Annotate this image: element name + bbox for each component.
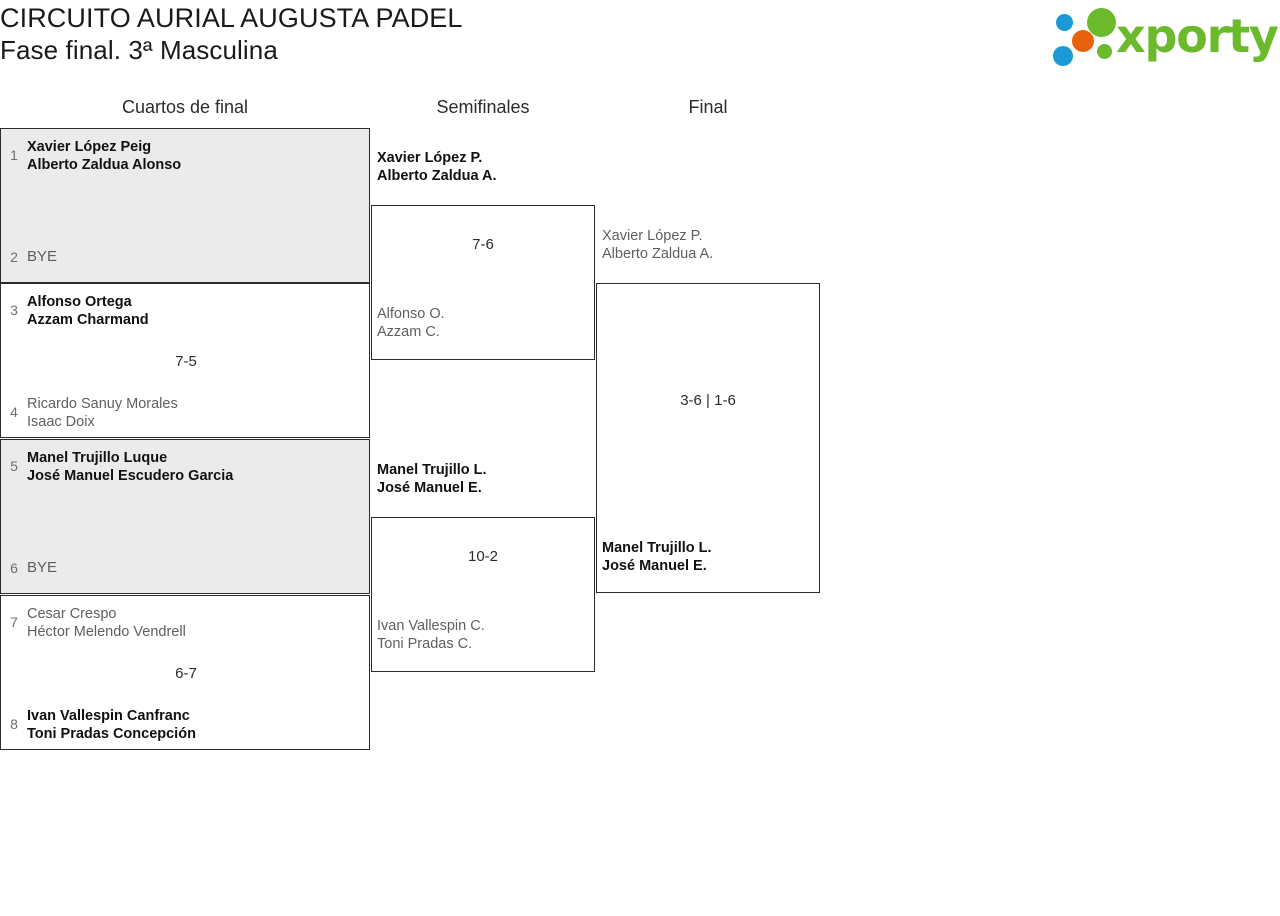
page-subtitle: Fase final. 3ª Masculina	[0, 35, 278, 65]
player-name: Azzam Charmand	[27, 312, 149, 328]
qf1-top-team[interactable]: 1 Xavier López Peig Alberto Zaldua Alons…	[1, 137, 369, 174]
qf4-bottom-team[interactable]: 8 Ivan Vallespin Canfranc Toni Pradas Co…	[1, 706, 369, 743]
qf2-bottom-seed: 4	[10, 404, 18, 420]
qf2-top-names: Alfonso Ortega Azzam Charmand	[27, 292, 149, 329]
qf4-bottom-seed: 8	[10, 716, 18, 732]
player-name: Xavier López Peig	[27, 139, 152, 155]
player-name: José Manuel E.	[602, 558, 707, 574]
match-box-sf1[interactable]	[371, 205, 595, 360]
qf2-top-team[interactable]: 3 Alfonso Ortega Azzam Charmand	[1, 292, 369, 329]
page-header: CIRCUITO AURIAL AUGUSTA PADEL Fase final…	[0, 0, 1280, 76]
qf4-top-team[interactable]: 7 Cesar Crespo Héctor Melendo Vendrell	[1, 604, 369, 641]
round-header-final: Final	[688, 97, 728, 117]
player-name: Ivan Vallespin Canfranc	[27, 708, 190, 724]
final-score: 3-6 | 1-6	[680, 392, 736, 409]
round-header-semifinals: Semifinales	[436, 97, 530, 117]
logo-dot-blue-bottom-icon	[1053, 46, 1073, 66]
sf1-top-team[interactable]: Xavier López P. Alberto Zaldua A.	[377, 148, 597, 185]
qf4-top-seed: 7	[10, 614, 18, 630]
player-name: Ivan Vallespin C.	[377, 618, 485, 634]
player-name: Manel Trujillo Luque	[27, 450, 168, 466]
page-title: CIRCUITO AURIAL AUGUSTA PADEL	[0, 3, 463, 33]
player-name: Manel Trujillo L.	[377, 462, 487, 478]
qf1-bottom-team[interactable]: 2 BYE	[1, 239, 369, 275]
player-name: Xavier López P.	[377, 150, 483, 166]
qf3-bottom-team[interactable]: 6 BYE	[1, 550, 369, 586]
player-name: Alfonso Ortega	[27, 294, 132, 310]
qf3-top-seed: 5	[10, 458, 18, 474]
player-name: Manel Trujillo L.	[602, 540, 712, 556]
tournament-title-block: CIRCUITO AURIAL AUGUSTA PADEL Fase final…	[0, 2, 463, 66]
player-name: Alfonso O.	[377, 306, 445, 322]
qf4-score: 6-7	[175, 665, 197, 682]
player-name: Azzam C.	[377, 324, 440, 340]
final-top-team[interactable]: Xavier López P. Alberto Zaldua A.	[602, 226, 820, 263]
sf2-top-team[interactable]: Manel Trujillo L. José Manuel E.	[377, 460, 597, 497]
sf1-bottom-team[interactable]: Alfonso O. Azzam C.	[377, 304, 597, 341]
match-box-qf1[interactable]: 1 Xavier López Peig Alberto Zaldua Alons…	[0, 128, 370, 283]
qf1-top-names: Xavier López Peig Alberto Zaldua Alonso	[27, 137, 181, 174]
logo-dots-icon	[1050, 8, 1128, 66]
player-name: Héctor Melendo Vendrell	[27, 624, 186, 640]
qf3-top-names: Manel Trujillo Luque José Manuel Escuder…	[27, 448, 233, 485]
qf4-bottom-names: Ivan Vallespin Canfranc Toni Pradas Conc…	[27, 706, 196, 743]
round-header-quarterfinals: Cuartos de final	[121, 97, 249, 117]
match-box-final[interactable]	[596, 283, 820, 593]
logo-dot-orange-icon	[1072, 30, 1094, 52]
qf1-bottom-seed: 2	[10, 249, 18, 265]
match-box-qf3[interactable]: 5 Manel Trujillo Luque José Manuel Escud…	[0, 439, 370, 594]
player-name: Alberto Zaldua A.	[377, 168, 497, 184]
qf3-bye-label: BYE	[27, 559, 58, 576]
qf2-bottom-names: Ricardo Sanuy Morales Isaac Doix	[27, 394, 178, 431]
logo-wordmark: xporty	[1116, 9, 1279, 63]
player-name: José Manuel Escudero Garcia	[27, 468, 234, 484]
player-name: José Manuel E.	[377, 480, 482, 496]
qf2-score: 7-5	[175, 353, 197, 370]
player-name: Alberto Zaldua Alonso	[27, 157, 182, 173]
player-name: Cesar Crespo	[27, 606, 117, 622]
qf2-bottom-team[interactable]: 4 Ricardo Sanuy Morales Isaac Doix	[1, 394, 369, 431]
player-name: Ricardo Sanuy Morales	[27, 396, 178, 412]
player-name: Isaac Doix	[27, 414, 95, 430]
match-box-qf2[interactable]: 3 Alfonso Ortega Azzam Charmand 7-5 4 Ri…	[0, 283, 370, 438]
qf1-bye-label: BYE	[27, 248, 58, 265]
qf3-bottom-seed: 6	[10, 560, 18, 576]
final-bottom-team[interactable]: Manel Trujillo L. José Manuel E.	[602, 538, 820, 575]
player-name: Toni Pradas C.	[377, 636, 473, 652]
logo-dot-green-large-icon	[1087, 8, 1116, 37]
xporty-logo[interactable]: xporty	[1050, 8, 1279, 66]
qf1-top-seed: 1	[10, 147, 18, 163]
qf3-top-team[interactable]: 5 Manel Trujillo Luque José Manuel Escud…	[1, 448, 369, 485]
logo-dot-blue-top-icon	[1056, 14, 1073, 31]
qf4-top-names: Cesar Crespo Héctor Melendo Vendrell	[27, 604, 186, 641]
sf2-score: 10-2	[467, 548, 499, 565]
player-name: Xavier López P.	[602, 228, 703, 244]
sf1-score: 7-6	[472, 236, 494, 253]
match-box-qf4[interactable]: 7 Cesar Crespo Héctor Melendo Vendrell 6…	[0, 595, 370, 750]
match-box-sf2[interactable]	[371, 517, 595, 672]
qf2-top-seed: 3	[10, 302, 18, 318]
sf2-bottom-team[interactable]: Ivan Vallespin C. Toni Pradas C.	[377, 616, 597, 653]
logo-dot-green-small-icon	[1097, 44, 1112, 59]
player-name: Toni Pradas Concepción	[27, 726, 196, 742]
player-name: Alberto Zaldua A.	[602, 246, 714, 262]
